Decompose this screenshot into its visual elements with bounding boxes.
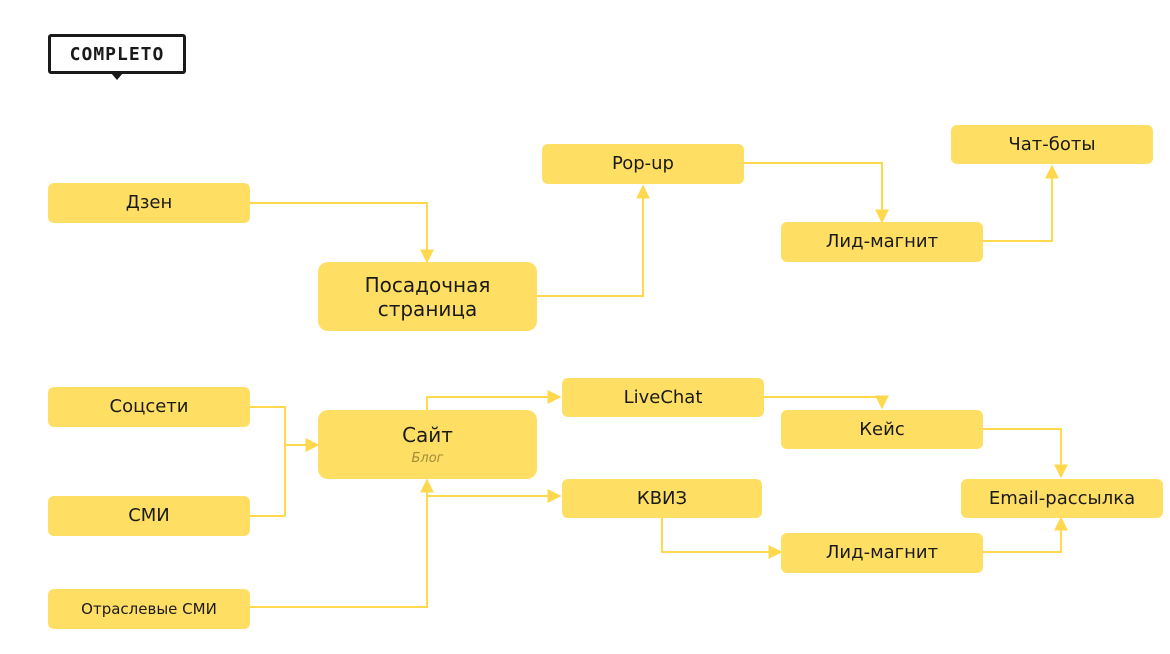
node-label: КВИЗ — [636, 487, 688, 509]
connector-leadmagnet-email — [983, 516, 1068, 553]
node-label: Чат-боты — [1008, 133, 1096, 155]
node-lead-magnet-top: Лид-магнит — [781, 222, 983, 262]
node-label: Лид-магнит — [825, 231, 939, 253]
node-popup: Pop-up — [542, 144, 744, 184]
node-quiz: КВИЗ — [562, 479, 762, 518]
node-chatbots: Чат-боты — [951, 125, 1153, 164]
connector-landing-popup — [537, 184, 650, 297]
node-landing-page: Посадочная страница — [318, 262, 537, 331]
completo-logo: COMPLETO — [48, 34, 186, 80]
connector-dzen-landing — [250, 202, 434, 264]
node-media: СМИ — [48, 496, 250, 536]
node-label: Посадочная страница — [364, 272, 491, 321]
node-label: Соцсети — [109, 396, 189, 418]
connector-site-livechat — [426, 390, 562, 410]
node-socials: Соцсети — [48, 387, 250, 427]
connector-industry-site — [250, 478, 434, 608]
logo-text: COMPLETO — [69, 43, 165, 65]
node-livechat: LiveChat — [562, 378, 764, 417]
connector-popup-leadmagnet — [744, 162, 889, 224]
node-industry-media: Отраслевые СМИ — [48, 589, 250, 629]
node-sublabel: Блог — [411, 450, 444, 466]
node-case: Кейс — [781, 410, 983, 449]
connector-leadmagnet-chatbots — [983, 164, 1059, 242]
node-label: Лид-магнит — [825, 542, 939, 564]
node-dzen: Дзен — [48, 183, 250, 223]
connector-case-email — [983, 428, 1068, 479]
node-label: Кейс — [859, 418, 905, 440]
node-label: СМИ — [128, 505, 170, 527]
node-label: LiveChat — [623, 386, 703, 408]
node-site: Сайт Блог — [318, 410, 537, 479]
node-label: Pop-up — [612, 153, 674, 175]
node-lead-magnet-bottom: Лид-магнит — [781, 533, 983, 573]
node-email-newsletter: Email-рассылка — [961, 479, 1163, 518]
node-label: Email-рассылка — [988, 487, 1136, 509]
connector-livechat-case — [764, 395, 889, 410]
connector-socials-site — [250, 406, 286, 516]
node-label: Сайт — [402, 422, 453, 447]
node-label: Дзен — [125, 192, 173, 214]
connector-quiz-leadmagnet — [661, 518, 783, 559]
node-label: Отраслевые СМИ — [81, 600, 217, 618]
